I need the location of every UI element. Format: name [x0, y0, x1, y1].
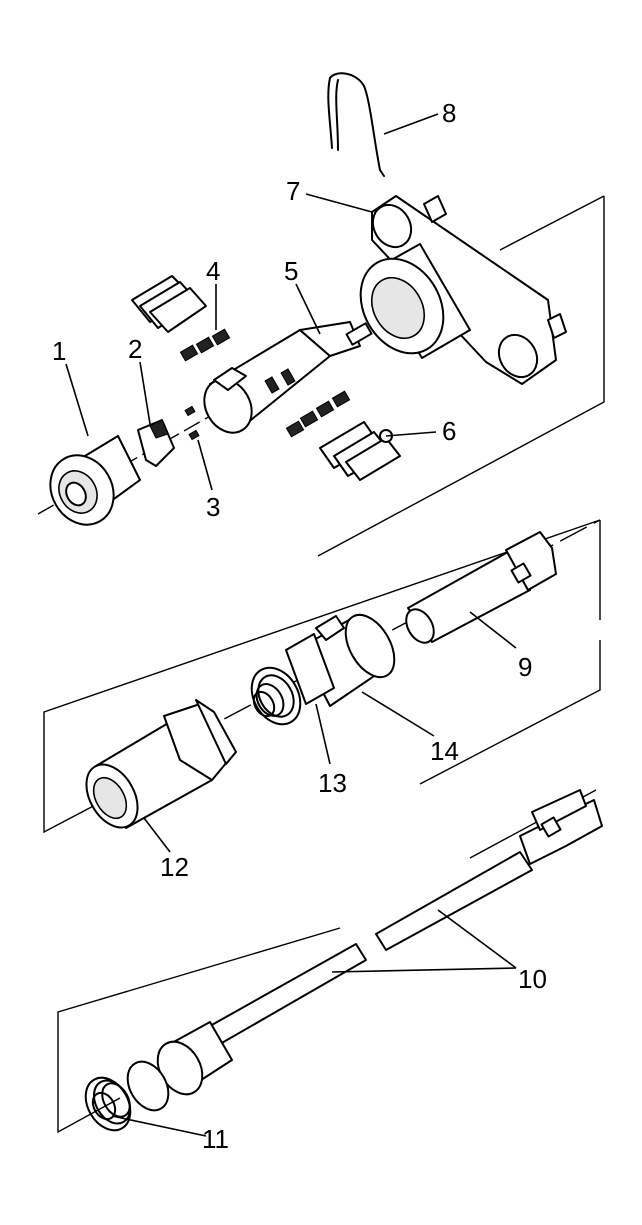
- callout-10: 10: [518, 964, 547, 994]
- callout-13: 13: [318, 768, 347, 798]
- part-13-spring: [250, 666, 302, 726]
- part-3-pins: [184, 405, 200, 441]
- callout-1: 1: [52, 336, 66, 366]
- part-7-housing: [359, 195, 567, 385]
- callout-11: 11: [202, 1124, 229, 1154]
- callout-7: 7: [286, 176, 300, 206]
- callout-4: 4: [206, 256, 220, 286]
- leader-lines: [65, 113, 517, 1137]
- part-springs-lower: [285, 390, 351, 438]
- part-4-springs: [179, 328, 231, 362]
- panel-top-frame: [317, 195, 605, 557]
- part-11-spring-assembly: [84, 1021, 233, 1132]
- callout-2: 2: [128, 334, 142, 364]
- callout-3: 3: [206, 492, 220, 522]
- part-6-tumbler-plates: [319, 421, 401, 481]
- callout-5: 5: [284, 256, 298, 286]
- part-14-switch-housing: [285, 613, 396, 707]
- callout-9: 9: [518, 652, 532, 682]
- part-1-bezel: [49, 435, 141, 526]
- part-2-clip: [137, 419, 175, 467]
- part-10-wire-harness: [209, 789, 603, 1045]
- part-9-connector-sleeve: [405, 531, 557, 644]
- part-12-outer-sleeve: [85, 699, 237, 829]
- callout-8: 8: [442, 98, 456, 128]
- part-5-lock-cylinder: [203, 321, 373, 434]
- callout-12: 12: [160, 852, 189, 882]
- part-tumbler-plates-upper: [131, 275, 207, 333]
- part-8-retaining-wire: [327, 72, 385, 177]
- callout-14: 14: [430, 736, 459, 766]
- callout-6: 6: [442, 416, 456, 446]
